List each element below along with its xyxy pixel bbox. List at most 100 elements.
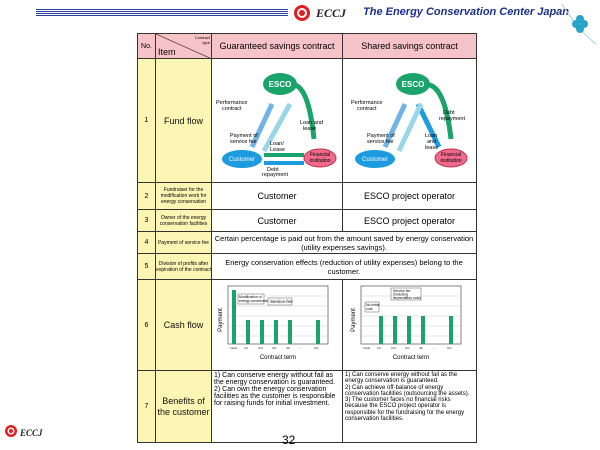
y-axis-label: Payment	[218, 308, 224, 332]
comparison-table: No. Contract type Item Guaranteed saving…	[137, 33, 477, 443]
benefit-guaranteed-1: 1) Can conserve energy without fail as t…	[214, 372, 336, 386]
header-shared: Shared savings contract	[342, 33, 477, 59]
bar-2	[393, 316, 397, 344]
cash-flow-chart-guaranteed: Modification of energy conservation Serv…	[218, 285, 329, 361]
callout-modification	[237, 293, 265, 305]
xtick-1: 1st	[244, 346, 248, 350]
bar-n	[449, 316, 453, 344]
header-item-label: Item	[158, 47, 176, 57]
debt-label-2: repayment	[439, 116, 465, 122]
y-axis-label: Payment	[351, 308, 357, 332]
row-no: 6	[137, 279, 156, 371]
benefits-shared: 1) Can conserve energy without fail as t…	[342, 370, 477, 443]
esco-label: ESCO	[269, 80, 292, 89]
perf-contract-label-1: Performance	[216, 100, 248, 106]
xtick-0: Initial	[230, 346, 237, 350]
debt-label-1: Debt	[267, 167, 279, 173]
benefit-shared-1: 1) Can conserve energy without fail as t…	[345, 372, 458, 385]
fund-flow-shared: ESCO Customer Financial institution Perf…	[342, 58, 477, 183]
arrow-fee	[261, 102, 293, 153]
x-axis-label: Contract term	[393, 355, 429, 361]
debt-label-2: repayment	[262, 172, 288, 177]
xtick-5: ......	[431, 346, 436, 350]
customer-label: Customer	[229, 157, 255, 163]
payment-fee-label-2: service fee	[367, 139, 394, 145]
arrow-fee-shared	[396, 102, 424, 153]
header-item: Contract type Item	[155, 33, 212, 59]
cash-flow-chart-shared: Service fee (including depreciation cost…	[351, 285, 462, 361]
table-row: 3 Owner of the energy conservation facil…	[137, 209, 477, 232]
xtick-2: 2nd	[391, 346, 396, 350]
perf-contract-label-1: Performance	[351, 100, 383, 106]
table-row: 1 Fund flow ESCO Customer Financial inst…	[137, 58, 477, 183]
esco-label: ESCO	[402, 80, 425, 89]
payment-fee-label-1: Payment of	[367, 133, 395, 139]
bar-1	[246, 320, 250, 344]
header-no: No.	[137, 33, 156, 59]
loan-lease-label-1: Loan and	[300, 120, 323, 126]
row-shared: ESCO project operator	[342, 209, 477, 232]
financial-node	[434, 148, 468, 168]
customer-node	[355, 150, 395, 168]
row-item: Fundraiser for the modification work for…	[155, 182, 212, 210]
xtick-4: 4th	[419, 346, 424, 350]
footer-logo-text: ECCJ	[20, 428, 43, 438]
xtick-6: Nth	[447, 346, 452, 350]
callout-service-fee	[267, 297, 293, 306]
table-row: 2 Fundraiser for the modification work f…	[137, 182, 477, 210]
loan-lease-label-2: lease	[303, 126, 316, 132]
fund-flow-guaranteed: ESCO Customer Financial institution Perf…	[211, 58, 343, 183]
header-org-name: The Energy Conservation Center Japan	[363, 6, 569, 18]
header-logo-text: ECCJ	[316, 6, 347, 20]
bar-3	[274, 320, 278, 344]
loan-label-2: Lease	[270, 147, 285, 153]
callout-dep-text-3: depreciation cost)	[393, 296, 421, 300]
benefit-guaranteed-2: 2) Can own the energy conservation facil…	[214, 386, 336, 407]
benefit-shared-3: 3) The customer faces no financial risks…	[345, 397, 465, 423]
perf-contract-label-2: contract	[222, 106, 242, 112]
row-both: Energy conservation effects (reduction o…	[211, 253, 477, 280]
financial-label-2: institution	[440, 158, 461, 164]
footer-eccj-logo-icon	[5, 425, 17, 437]
xtick-5: ......	[298, 346, 303, 350]
fund-flow-diagram-shared: ESCO Customer Financial institution Perf…	[351, 73, 468, 168]
payment-fee-label-2: service fee	[230, 139, 257, 145]
callout-no-initial	[364, 301, 380, 313]
table-row: 7 Benefits of the customer 1) Can conser…	[137, 370, 477, 443]
callout-dep-text-1: Service fee	[393, 289, 411, 293]
cash-flow-guaranteed: Modification of energy conservation Serv…	[211, 279, 343, 371]
financial-node	[303, 148, 337, 168]
financial-label-2: institution	[309, 158, 330, 164]
callout-service-fee-dep	[390, 287, 422, 301]
bar-4	[421, 316, 425, 344]
callout-service-fee-text: Service fee	[270, 299, 293, 304]
page-number: 32	[282, 433, 296, 447]
benefit-shared-2: 2) Can achieve off-balance of energy con…	[345, 384, 470, 397]
xtick-3: 3rd	[272, 346, 277, 350]
arrow-loan-lease-shared	[415, 102, 442, 149]
xtick-1: 1st	[377, 346, 381, 350]
row-item: Payment of service fee	[155, 231, 212, 254]
payment-fee-label-1: Payment of	[230, 133, 258, 139]
xtick-4: 4th	[286, 346, 291, 350]
loan-label-1: Loan	[425, 133, 437, 139]
xtick-6: Nth	[314, 346, 319, 350]
customer-node	[222, 150, 262, 168]
row-guaranteed: Customer	[211, 209, 343, 232]
eccj-logo-icon	[294, 5, 310, 21]
row-item: Owner of the energy conservation facilit…	[155, 209, 212, 232]
row-item: Division of profits after expiration of …	[155, 253, 212, 280]
xtick-3: 3rd	[405, 346, 410, 350]
bar-3	[407, 316, 411, 344]
table-row: 4 Payment of service fee Certain percent…	[137, 231, 477, 254]
customer-label: Customer	[362, 157, 388, 163]
table-row: 5 Division of profits after expiration o…	[137, 253, 477, 280]
row-item: Benefits of the customer	[155, 370, 212, 443]
bar-2	[260, 320, 264, 344]
row-shared: ESCO project operator	[342, 182, 477, 210]
callout-no-initial-text-2: cost	[366, 307, 372, 311]
clover-icon	[561, 3, 597, 45]
bar-1	[379, 316, 383, 344]
callout-modification-text-2: energy conservation	[239, 299, 271, 303]
esco-node	[263, 73, 297, 95]
